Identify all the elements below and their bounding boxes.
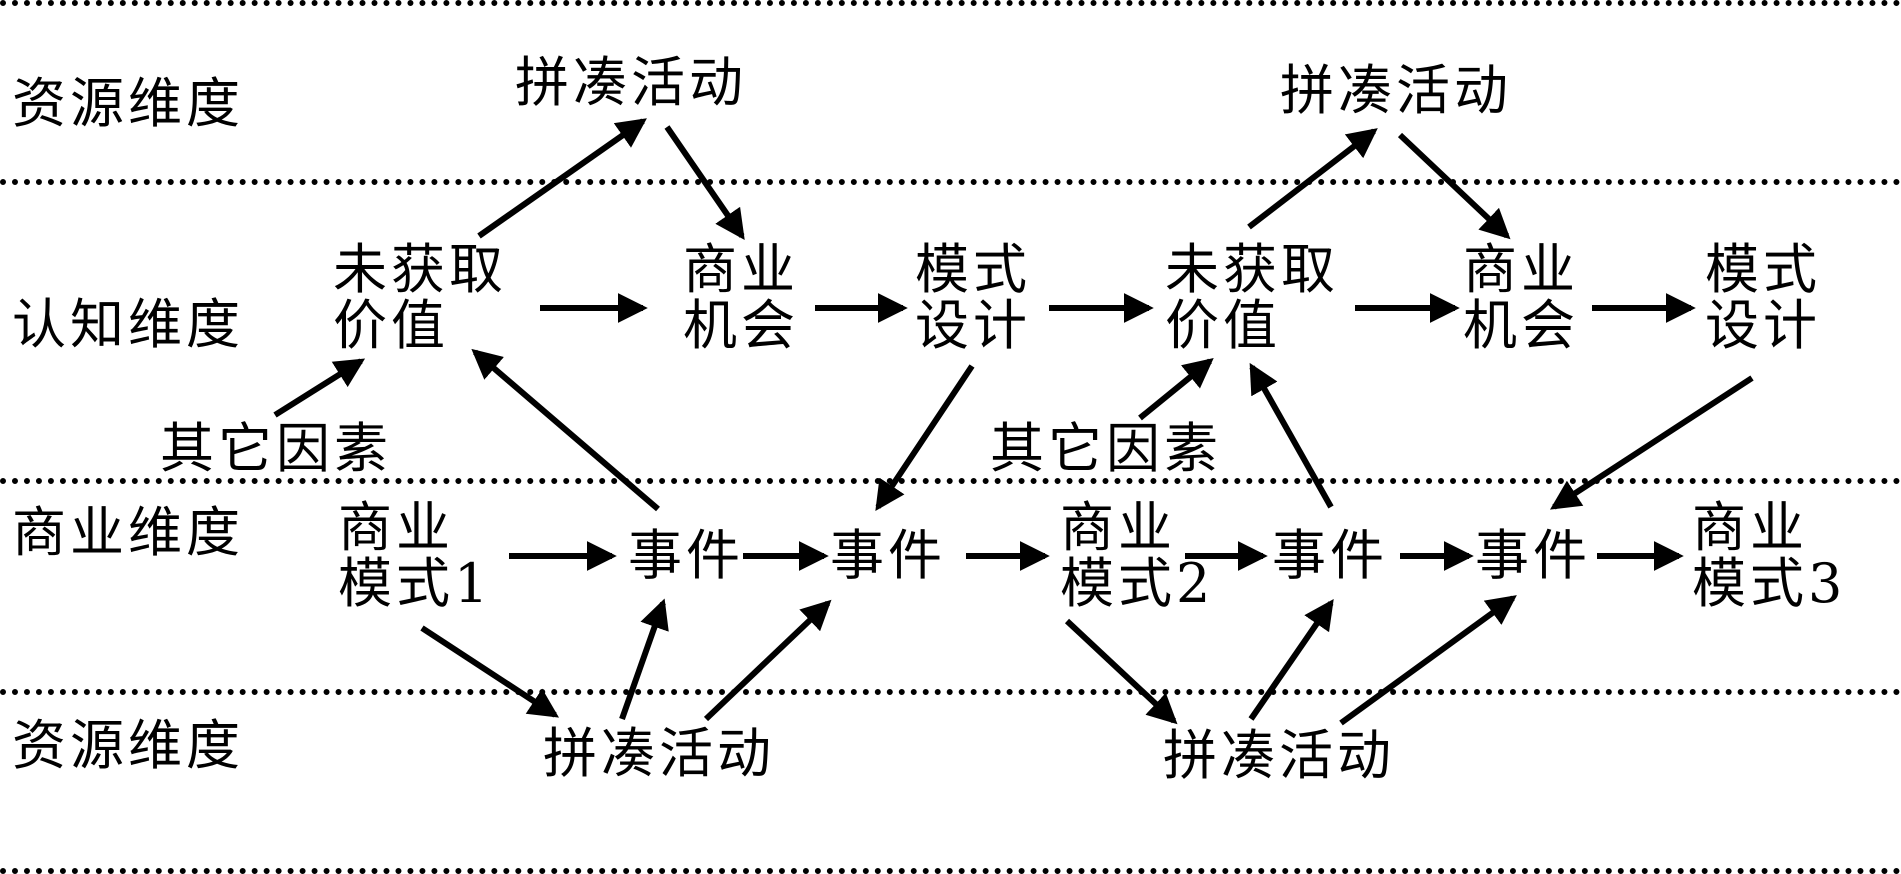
node-bricolage-bottom-2: 拼凑活动 (1163, 724, 1395, 787)
node-line: 设计 (1705, 294, 1821, 357)
node-business-model-3: 商业 模式3 (1692, 500, 1846, 612)
node-event-3: 事件 (1272, 524, 1388, 587)
node-business-model-1: 商业 模式1 (338, 500, 492, 612)
node-business-model-2: 商业 模式2 (1060, 500, 1214, 612)
arrow-model-design-2-to-event-4 (1549, 375, 1754, 510)
dimension-label-business: 商业维度 (12, 501, 244, 564)
node-line: 商业 (338, 496, 454, 559)
separator-line-3 (0, 478, 1901, 484)
arrow-other-factors-2-to-unobtained-value-2 (1138, 357, 1214, 421)
arrow-other-factors-1-to-unobtained-value-1 (273, 358, 366, 418)
separator-line-1 (0, 0, 1901, 6)
arrow-business-model-1-to-bricolage-bottom-1 (420, 625, 560, 718)
arrow-unobtained-value-1-to-bricolage-top-1 (477, 118, 647, 239)
arrow-bricolage-bottom-1-to-event-2 (703, 599, 832, 722)
node-event-2: 事件 (830, 524, 946, 587)
arrow-bricolage-bottom-1-to-event-1 (619, 598, 669, 720)
separator-line-2 (0, 179, 1901, 185)
node-model-design-2: 模式 设计 (1705, 242, 1821, 354)
node-line: 商业 (1463, 238, 1579, 301)
node-unobtained-value-1: 未获取 价值 (333, 242, 507, 354)
arrow-model-design-1-to-event-2 (875, 364, 975, 511)
node-line: 商业 (683, 238, 799, 301)
node-bricolage-top-2: 拼凑活动 (1280, 59, 1512, 122)
arrow-event-1-to-unobtained-value-1 (471, 348, 660, 512)
node-event-1: 事件 (628, 524, 744, 587)
node-line: 模式1 (338, 552, 493, 615)
arrow-bricolage-bottom-2-to-event-3 (1248, 599, 1334, 721)
node-other-factors-1: 其它因素 (160, 417, 392, 480)
arrow-bricolage-bottom-2-to-event-4 (1339, 595, 1517, 726)
node-line: 未获取 (333, 238, 507, 301)
node-line: 机会 (1463, 294, 1579, 357)
dimension-label-resource-bottom: 资源维度 (12, 714, 244, 777)
node-line: 商业 (1692, 496, 1808, 559)
node-line: 模式3 (1692, 552, 1847, 615)
node-line: 未获取 (1165, 238, 1339, 301)
node-line: 模式 (915, 238, 1031, 301)
node-model-design-1: 模式 设计 (915, 242, 1031, 354)
arrow-unobtained-value-2-to-bricolage-top-2 (1247, 128, 1378, 230)
node-line: 机会 (683, 294, 799, 357)
node-line: 价值 (1165, 294, 1281, 357)
node-line: 价值 (333, 294, 449, 357)
arrow-bricolage-top-2-to-business-opportunity-2 (1397, 132, 1511, 240)
arrow-bricolage-top-1-to-business-opportunity-1 (664, 125, 745, 240)
arrow-event-3-to-unobtained-value-2 (1249, 362, 1334, 509)
dimension-label-resource-top: 资源维度 (12, 72, 244, 135)
node-line: 模式2 (1060, 552, 1215, 615)
node-business-opportunity-2: 商业 机会 (1463, 242, 1579, 354)
node-line: 商业 (1060, 496, 1176, 559)
node-business-opportunity-1: 商业 机会 (683, 242, 799, 354)
dimension-label-cognitive: 认知维度 (12, 293, 244, 356)
node-event-4: 事件 (1475, 524, 1591, 587)
node-unobtained-value-2: 未获取 价值 (1165, 242, 1339, 354)
node-line: 设计 (915, 294, 1031, 357)
node-bricolage-bottom-1: 拼凑活动 (543, 722, 775, 785)
node-line: 模式 (1705, 238, 1821, 301)
separator-line-5 (0, 868, 1901, 874)
arrow-business-model-2-to-bricolage-bottom-2 (1064, 618, 1178, 725)
separator-line-4 (0, 689, 1901, 695)
node-bricolage-top-1: 拼凑活动 (515, 51, 747, 114)
node-other-factors-2: 其它因素 (990, 417, 1222, 480)
